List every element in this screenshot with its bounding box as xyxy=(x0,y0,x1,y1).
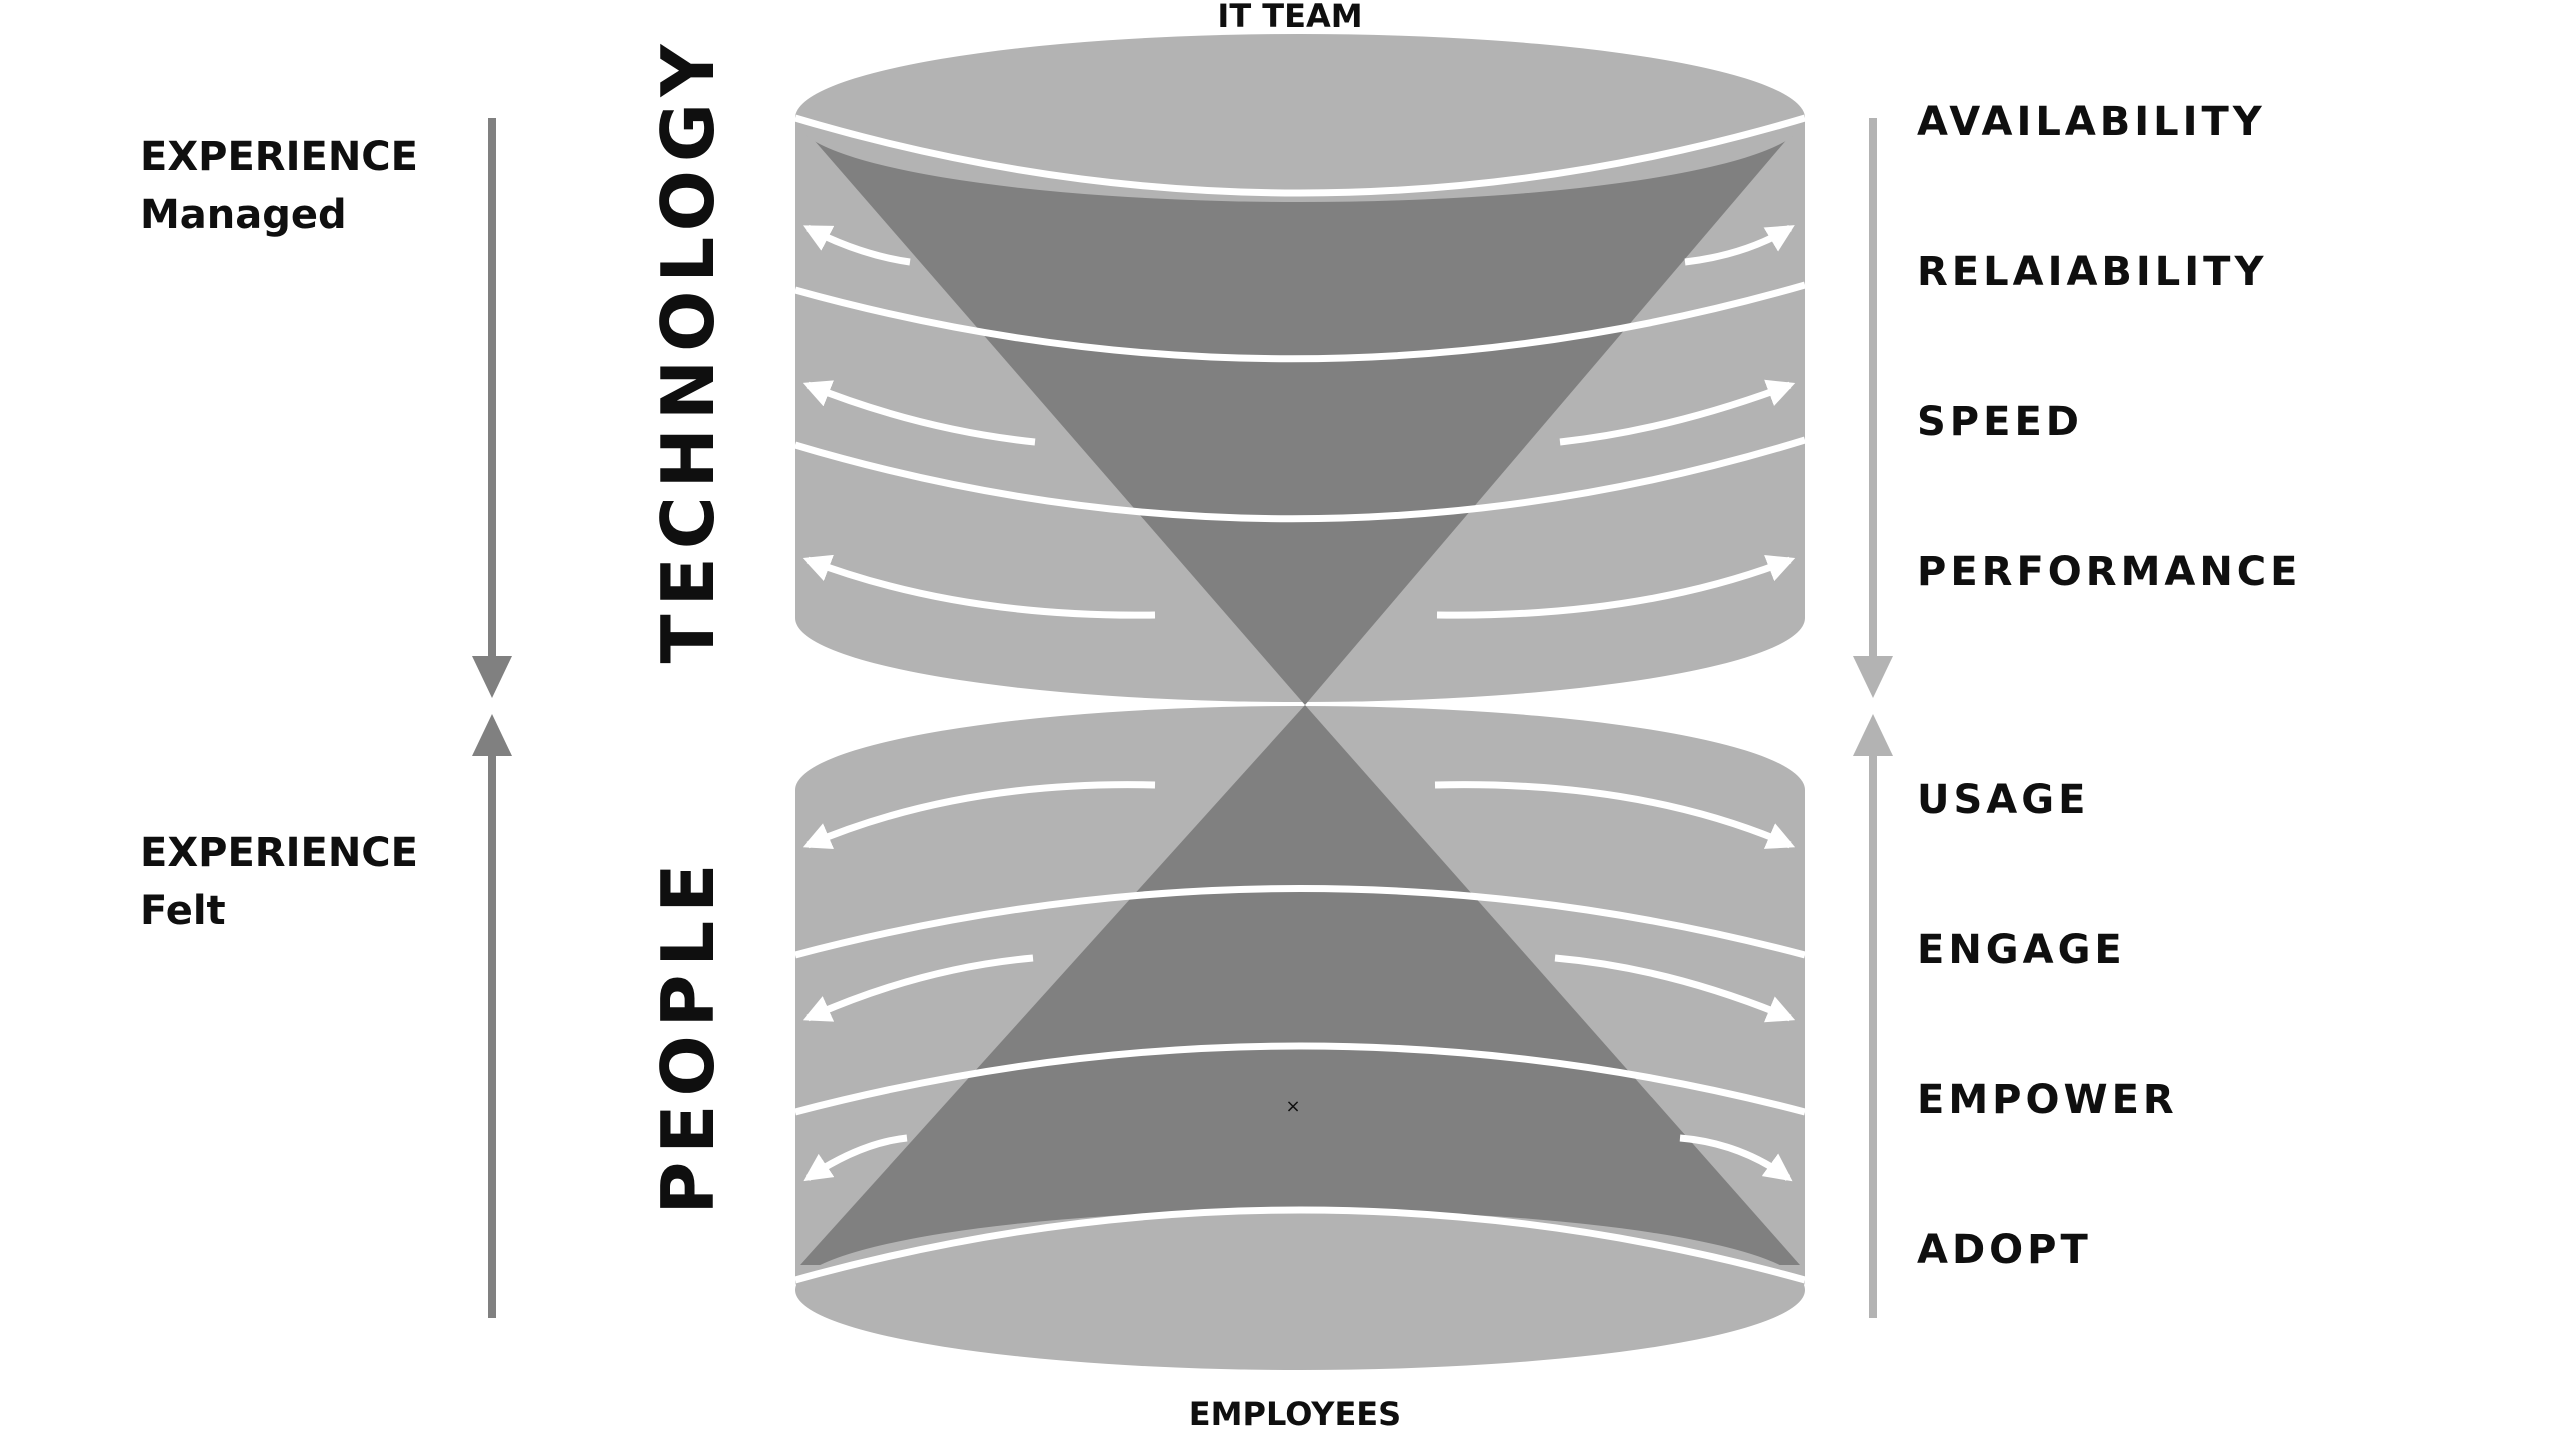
rotation-arrow-left xyxy=(803,1134,908,1182)
rotation-arrow-right xyxy=(1679,1134,1793,1182)
experience-managed-title: EXPERIENCE xyxy=(140,134,418,180)
rotation-arrow-right xyxy=(1684,224,1795,266)
metric-availability: AVAILABILITY xyxy=(1917,99,2266,145)
rotation-arrow-left xyxy=(802,554,1156,619)
experience-felt-title: EXPERIENCE xyxy=(140,830,418,876)
rotation-arrow-right xyxy=(1554,954,1796,1023)
rotation-arrow-right xyxy=(1434,781,1796,849)
employees-label: EMPLOYEES xyxy=(1188,1395,1402,1433)
people-band-1 xyxy=(794,885,1806,959)
it-team-label: IT TEAM xyxy=(1217,0,1363,35)
center-mark: × xyxy=(1285,1096,1301,1117)
people-cone xyxy=(800,705,1800,1265)
experience-managed-label: EXPERIENCE Managed xyxy=(140,128,418,244)
people-band-2 xyxy=(794,1042,1806,1116)
technology-cylinder-top xyxy=(795,34,1805,202)
rotation-arrow-right xyxy=(1436,555,1796,619)
technology-cylinder-top-rim xyxy=(794,114,1806,197)
experience-felt-subtitle: Felt xyxy=(140,888,226,934)
technology-cone xyxy=(795,118,1805,705)
technology-cylinder xyxy=(794,34,1807,705)
experience-felt-label: EXPERIENCE Felt xyxy=(140,824,418,940)
technology-metrics-arrow xyxy=(1853,118,1893,698)
people-cylinder-bottom-rim xyxy=(794,1206,1806,1284)
people-cylinder-bottom xyxy=(795,1210,1805,1370)
metric-adopt: ADOPT xyxy=(1917,1227,2092,1273)
people-metrics-arrow xyxy=(1853,714,1893,1318)
metric-usage: USAGE xyxy=(1917,777,2090,823)
experience-managed-arrow xyxy=(472,118,512,698)
people-cylinder xyxy=(794,705,1806,1370)
metric-reliability: RELAIABILITY xyxy=(1917,249,2268,295)
rotation-arrow-left xyxy=(802,380,1036,446)
metric-engage: ENGAGE xyxy=(1917,927,2126,973)
rotation-arrow-left xyxy=(802,954,1034,1022)
rotation-arrow-right xyxy=(1559,379,1796,446)
metric-speed: SPEED xyxy=(1917,399,2083,445)
rotation-arrow-left xyxy=(802,781,1156,850)
metric-empower: EMPOWER xyxy=(1917,1077,2178,1123)
rotation-arrow-left xyxy=(803,224,911,266)
people-section-label: PEOPLE xyxy=(646,855,730,1215)
metric-performance: PERFORMANCE xyxy=(1917,549,2302,595)
experience-managed-subtitle: Managed xyxy=(140,192,347,238)
technology-band-1 xyxy=(794,281,1806,363)
technology-band-2 xyxy=(794,436,1807,523)
technology-section-label: TECHNOLOGY xyxy=(646,36,730,664)
experience-felt-arrow xyxy=(472,714,512,1318)
